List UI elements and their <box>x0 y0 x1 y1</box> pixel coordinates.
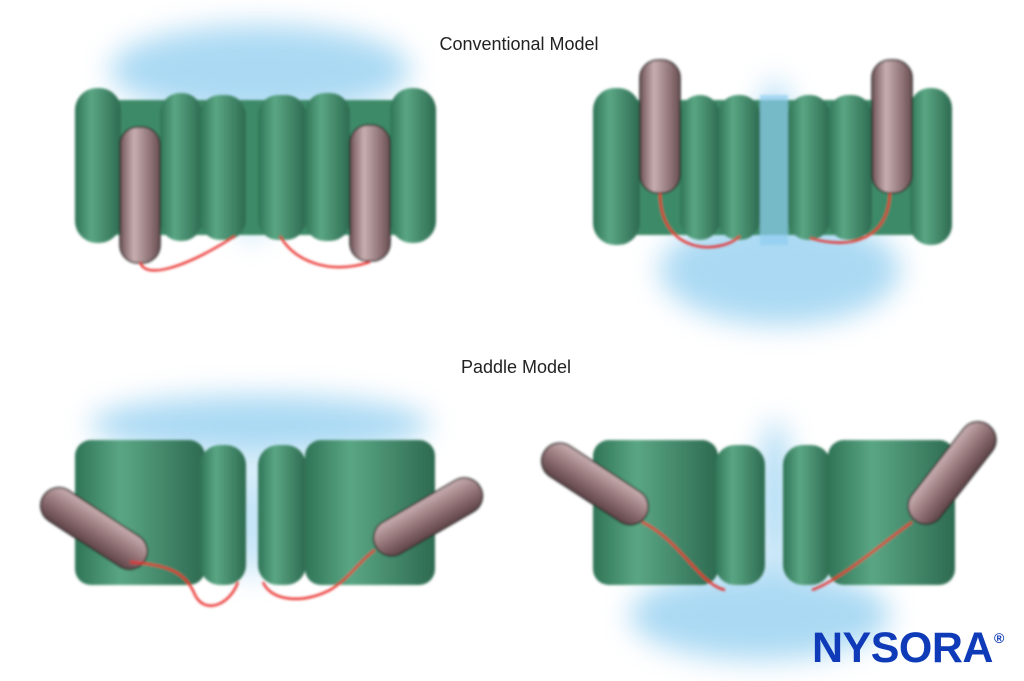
logo-text: NYSORA <box>812 624 993 672</box>
panel-conventional-closed <box>75 88 436 272</box>
paddle-model-title: Paddle Model <box>460 357 572 377</box>
panel-paddle-closed <box>40 440 484 607</box>
nysora-logo: NYSORA® <box>812 624 1004 673</box>
conventional-model-title: Conventional Model <box>439 34 599 54</box>
panel-paddle-open <box>541 421 997 592</box>
panel-conventional-open <box>593 59 952 249</box>
registered-mark: ® <box>993 630 1004 646</box>
